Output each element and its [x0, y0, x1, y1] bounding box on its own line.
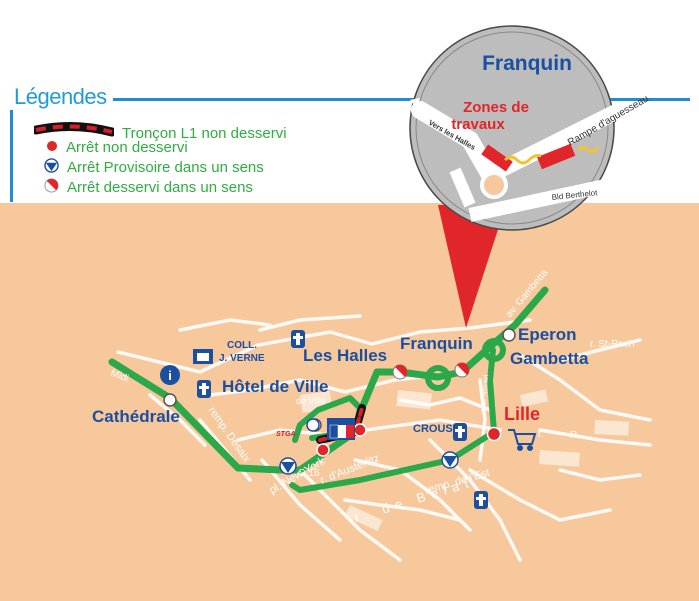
blue-half-stop-icon — [44, 158, 59, 177]
svg-text:i: i — [168, 368, 172, 383]
church-icon — [197, 380, 211, 398]
street-st-roch: r. St-Roch — [590, 339, 634, 350]
legend-label: Arrêt desservi dans un sens — [67, 179, 253, 196]
map-background — [0, 203, 699, 601]
label-lille: Lille — [504, 404, 540, 424]
legend-label: Tronçon L1 non desservi — [122, 124, 287, 142]
street-r2: R. — [570, 430, 580, 441]
stop-closed-1 — [316, 443, 330, 457]
label-stga: STGA — [276, 431, 295, 438]
label-college-2: J. VERNE — [219, 353, 265, 364]
inset-pointer — [438, 205, 506, 328]
church-icon — [291, 330, 305, 348]
stop-franquin — [454, 362, 470, 378]
legend-item-oneway-stop: Arrêt desservi dans un sens — [44, 178, 253, 197]
red-half-stop-icon — [44, 178, 59, 197]
label-gambetta: Gambetta — [510, 349, 589, 368]
legend-label: Arrêt Provisoire dans un sens — [67, 159, 264, 176]
stop-closed-2 — [353, 423, 367, 437]
legend-item-temp-stop: Arrêt Provisoire dans un sens — [44, 158, 264, 177]
town-hall-icon — [327, 418, 355, 440]
red-black-line-icon — [31, 120, 117, 146]
shopping-cart-icon — [508, 429, 537, 451]
building-blocks — [300, 389, 629, 532]
clock-icon — [306, 418, 320, 432]
street-g16: G.16 — [298, 468, 320, 479]
label-cathedrale: Cathédrale — [92, 407, 180, 426]
stop-provisoire-2 — [441, 451, 459, 469]
street-nointel: r. de Nointel — [480, 374, 490, 412]
church-icon — [474, 491, 488, 509]
stop-eperon — [502, 328, 516, 342]
school-icon — [193, 349, 213, 364]
label-eperon: Eperon — [518, 325, 577, 344]
label-crous: CROUS — [413, 423, 453, 435]
legend-title: Légendes — [8, 84, 113, 110]
red-dot-icon — [46, 139, 58, 156]
street-de-ville: de Ville — [296, 396, 325, 406]
stop-les-halles — [392, 364, 408, 380]
label-college: COLL. — [227, 340, 257, 351]
stop-lille — [486, 426, 502, 442]
stop-provisoire-1 — [279, 457, 297, 475]
street-r1: r. — [538, 429, 544, 440]
label-les-halles: Les Halles — [303, 346, 387, 365]
stop-cathedrale — [163, 393, 177, 407]
arrow-icon — [410, 98, 420, 108]
roundabout-gambetta — [482, 338, 506, 362]
roundabout-franquin — [425, 365, 451, 391]
works-zone-left — [481, 144, 513, 172]
legend-item-closed-stop: Arrêt non desservi — [46, 139, 188, 156]
info-icon: i — [160, 365, 180, 385]
legend-item-closed-segment: Tronçon L1 non desservi — [31, 120, 287, 146]
works-zone-right — [537, 143, 576, 170]
label-hotel-de-ville: Hôtel de Ville — [222, 377, 328, 396]
label-franquin: Franquin — [400, 334, 473, 353]
church-icon — [453, 423, 467, 441]
inset-title: Franquin — [482, 52, 572, 75]
legend-label: Arrêt non desservi — [66, 139, 188, 156]
